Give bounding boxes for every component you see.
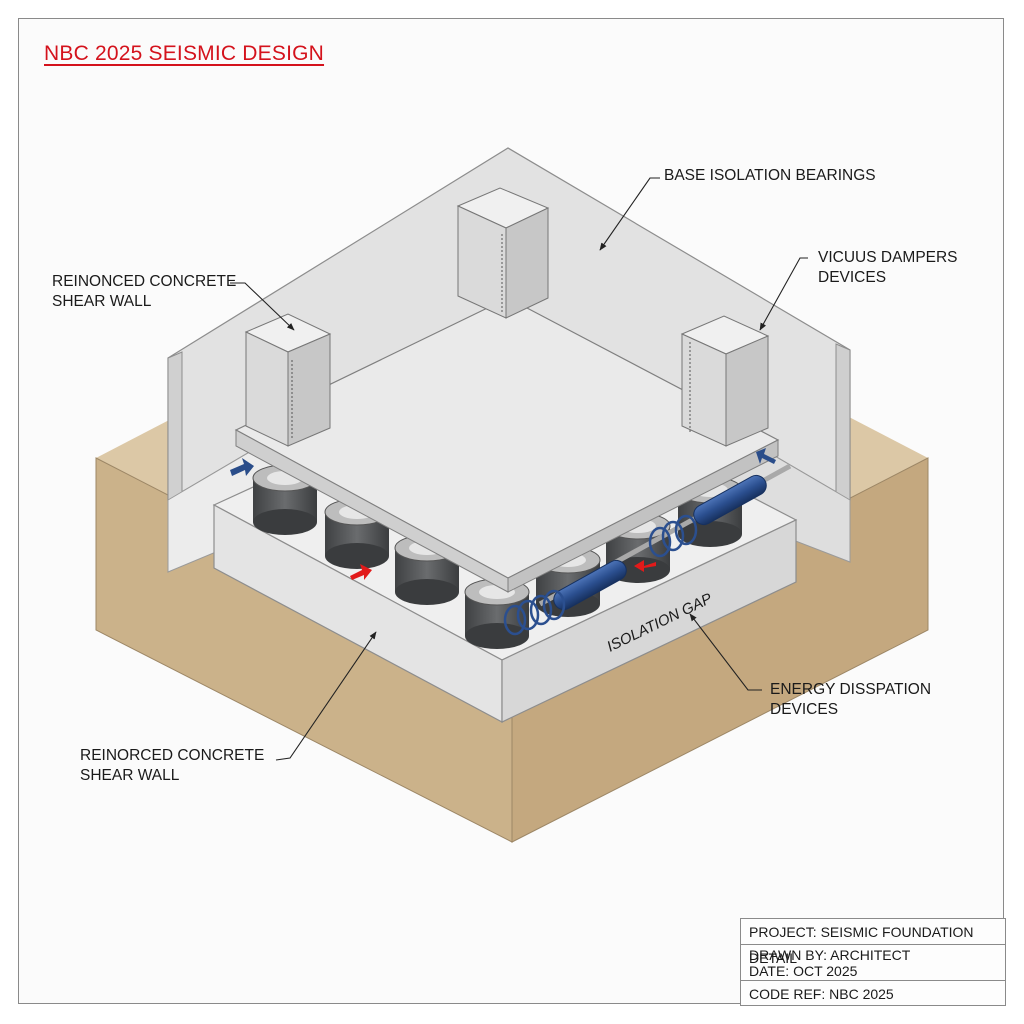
title-block: PROJECT: SEISMIC FOUNDATION DETAIL DRAWN… xyxy=(740,918,1006,1006)
label-shear-top-line2: SHEAR WALL xyxy=(52,293,152,310)
superstructure-slab xyxy=(234,297,780,593)
motion-arrows xyxy=(230,448,776,580)
label-shear-wall-top: REINONCED CONCRETE SHEAR WALL xyxy=(52,272,236,312)
label-energy-dissipation: ENERGY DISSPATION DEVICES xyxy=(770,680,931,720)
title-block-code-ref: CODE REF: NBC 2025 xyxy=(749,986,894,1002)
column xyxy=(456,187,550,319)
label-energy-line2: DEVICES xyxy=(770,701,839,718)
label-energy-line1: ENERGY DISSPATION xyxy=(770,681,932,698)
viscous-dampers xyxy=(538,463,792,611)
label-base-isolation: BASE ISOLATION BEARINGS xyxy=(664,166,876,186)
bearing xyxy=(464,578,530,649)
label-viscous-line1: VICUUS DAMPERS xyxy=(818,249,958,266)
label-shear-bottom-line1: REINORCED CONCRETE xyxy=(80,747,265,764)
label-shear-wall-bottom: REINORCED CONCRETE SHEAR WALL xyxy=(80,746,264,786)
blue-arrow xyxy=(230,458,254,476)
blue-arrow xyxy=(756,448,776,464)
column xyxy=(244,313,332,447)
label-viscous-dampers: VICUUS DAMPERS DEVICES xyxy=(818,248,958,288)
red-arrow xyxy=(350,564,372,580)
label-shear-bottom-line2: SHEAR WALL xyxy=(80,767,180,784)
concrete-columns xyxy=(244,187,770,447)
label-shear-top-line1: REINONCED CONCRETE xyxy=(52,273,237,290)
title-block-date: DATE: OCT 2025 xyxy=(749,963,858,979)
leader-lines xyxy=(230,177,808,761)
title-block-project: PROJECT: SEISMIC FOUNDATION DETAIL xyxy=(741,919,1005,966)
label-base-isolation-text: BASE ISOLATION BEARINGS xyxy=(664,167,876,184)
label-viscous-line2: DEVICES xyxy=(818,269,887,286)
drawing-title: NBC 2025 SEISMIC DESIGN xyxy=(44,42,325,65)
bearing xyxy=(252,464,318,535)
spring-dissipators xyxy=(503,514,698,636)
title-block-drawn-date: DRAWN BY: ARCHITECT DATE: OCT 2025 xyxy=(741,945,1005,981)
column xyxy=(680,315,770,447)
red-arrow xyxy=(634,560,656,572)
title-block-drawn-by: DRAWN BY: ARCHITECT xyxy=(749,947,911,963)
